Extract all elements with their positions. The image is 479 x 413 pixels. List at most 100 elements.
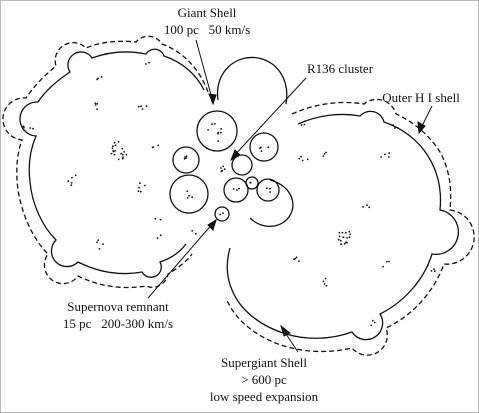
left-bubble-outline [19, 48, 205, 278]
star-dot [370, 324, 373, 327]
star-dot [185, 155, 188, 158]
star-dot [304, 120, 306, 123]
star-dot [94, 104, 97, 106]
star-dot [71, 176, 73, 179]
star-dot [221, 169, 224, 172]
star-dot [341, 231, 344, 234]
right-dashed-shell [225, 98, 475, 356]
star-dot [207, 129, 210, 131]
center-circle-1 [196, 110, 238, 152]
star-dot [70, 184, 73, 187]
star-dot [433, 268, 435, 271]
star-dot [433, 270, 436, 273]
star-dot [114, 144, 117, 147]
star-dot [266, 187, 268, 190]
star-dot [220, 167, 222, 169]
star-dot [325, 285, 328, 287]
star-dot [140, 105, 143, 108]
star-dot [151, 146, 154, 149]
star-dot [154, 217, 157, 220]
star-dot [184, 156, 186, 158]
star-dot [303, 123, 306, 126]
r136-arrowhead [230, 149, 241, 162]
outer-hi-label: Outer H I shell [374, 89, 468, 106]
center-circle-3 [172, 146, 200, 174]
star-dot [122, 156, 124, 159]
star-dot [384, 153, 386, 156]
supernova-pointer [147, 221, 215, 299]
star-clusters [22, 61, 436, 327]
star-dot [323, 283, 326, 285]
star-dot [380, 156, 382, 158]
star-dot [238, 187, 240, 190]
star-dot [300, 124, 303, 126]
star-dot [137, 105, 140, 108]
supernova-stats: 15 pc 200-300 km/s [62, 316, 174, 331]
star-dot [145, 63, 147, 65]
right-arc-bubble [249, 179, 294, 228]
star-dot [396, 126, 399, 129]
star-dot [325, 151, 327, 154]
star-dot [98, 248, 101, 250]
star-dot [392, 124, 395, 126]
center-circle-8 [223, 177, 249, 203]
supergiant-note: low speed expansion [209, 389, 319, 404]
supergiant-label: Supergiant Shell > 600 pc low speed expa… [198, 354, 330, 405]
star-dot [349, 233, 352, 236]
star-dot [388, 260, 390, 263]
star-dot [110, 152, 113, 155]
star-dot [269, 191, 271, 193]
star-dot [121, 147, 124, 150]
star-dot [195, 233, 197, 235]
center-circle-4 [231, 154, 253, 176]
star-dot [306, 158, 309, 161]
star-dot [157, 144, 160, 147]
star-dot [324, 277, 327, 280]
star-dot [139, 182, 141, 185]
star-dot [112, 145, 114, 148]
star-dot [298, 157, 301, 160]
star-dot [191, 196, 194, 199]
outer-hi-arrowhead [417, 121, 426, 135]
star-dot [145, 105, 148, 108]
star-dot [295, 256, 298, 259]
center-circle-2 [249, 132, 279, 162]
star-dot [213, 123, 216, 125]
star-dot [340, 243, 342, 246]
star-dot [348, 236, 351, 239]
star-dot [159, 234, 162, 237]
star-dot [102, 243, 104, 246]
star-dot [148, 61, 150, 64]
star-dot [300, 155, 302, 158]
star-dot [301, 159, 304, 162]
star-dot [348, 230, 351, 233]
star-dot [74, 174, 77, 177]
star-dot [338, 231, 341, 234]
star-dot [117, 141, 120, 143]
star-dot [186, 190, 189, 193]
supergiant-size: > 600 pc [241, 372, 287, 387]
star-dot [222, 212, 224, 215]
star-dot [269, 187, 271, 190]
giant-shell-label: Giant Shell 100 pc 50 km/s [152, 4, 262, 38]
star-dot [366, 204, 368, 207]
star-dot [186, 197, 189, 199]
star-dot [223, 168, 226, 171]
star-dot [219, 213, 222, 216]
left-dashed-shell [2, 35, 209, 289]
star-dot [112, 150, 115, 152]
star-dot [260, 150, 263, 153]
giant-shell-title: Giant Shell [177, 5, 237, 20]
supergiant-arrowhead [280, 324, 291, 337]
star-dot [96, 241, 98, 244]
star-dot [294, 257, 297, 260]
star-dot [344, 231, 347, 234]
star-dot [96, 102, 99, 105]
r136-label: R136 cluster [300, 60, 380, 77]
star-dot [139, 190, 142, 193]
supergiant-title: Supergiant Shell [220, 355, 308, 370]
star-dot [156, 237, 159, 239]
center-circle-6 [256, 178, 280, 202]
